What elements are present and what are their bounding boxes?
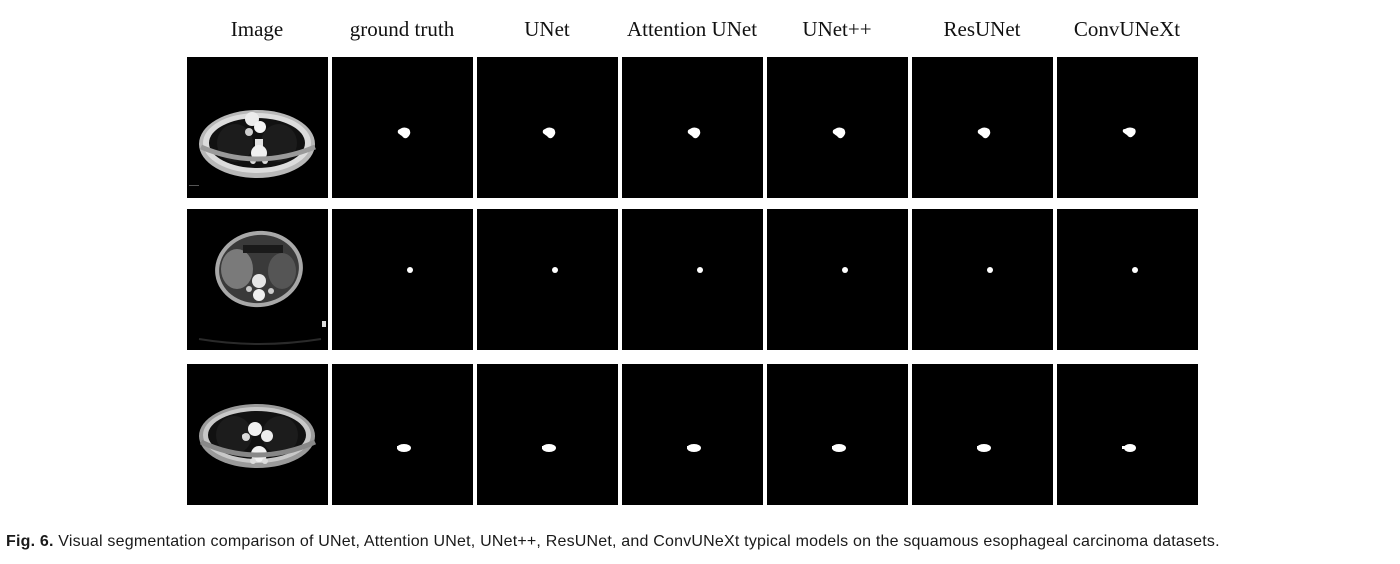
ct-image-row-1 (187, 57, 328, 198)
mask-unet-row-1 (477, 57, 618, 198)
mask-unet-row-3 (477, 364, 618, 505)
mask-convunext-row-3 (1057, 364, 1198, 505)
mask-resunet-row-3 (912, 364, 1053, 505)
mask-resunet-row-2 (912, 209, 1053, 350)
column-header-convunext: ConvUNeXt (1073, 17, 1181, 41)
mask-unetpp-row-1 (767, 57, 908, 198)
ct-image-row-2 (187, 209, 328, 350)
mask-unetpp-row-2 (767, 209, 908, 350)
mask-convunext-row-1 (1057, 57, 1198, 198)
mask-attention-unet-row-1 (622, 57, 763, 198)
column-header-ground-truth: ground truth (349, 17, 455, 41)
mask-resunet-row-1 (912, 57, 1053, 198)
mask-ground-truth-row-2 (332, 209, 473, 350)
column-header-unet: UNet (524, 17, 570, 41)
ct-image-row-3 (187, 364, 328, 505)
mask-ground-truth-row-1 (332, 57, 473, 198)
figure-caption-text: Visual segmentation comparison of UNet, … (58, 533, 1220, 550)
mask-attention-unet-row-2 (622, 209, 763, 350)
mask-unetpp-row-3 (767, 364, 908, 505)
column-header-unetpp: UNet++ (802, 17, 872, 41)
mask-convunext-row-2 (1057, 209, 1198, 350)
column-header-resunet: ResUNet (943, 17, 1021, 41)
column-header-attention-unet: Attention UNet (626, 17, 758, 41)
mask-ground-truth-row-3 (332, 364, 473, 505)
mask-unet-row-2 (477, 209, 618, 350)
column-header-image: Image (230, 17, 284, 41)
figure-label: Fig. 6. (6, 533, 54, 550)
mask-attention-unet-row-3 (622, 364, 763, 505)
figure-caption: Fig. 6. Visual segmentation comparison o… (6, 533, 1400, 551)
